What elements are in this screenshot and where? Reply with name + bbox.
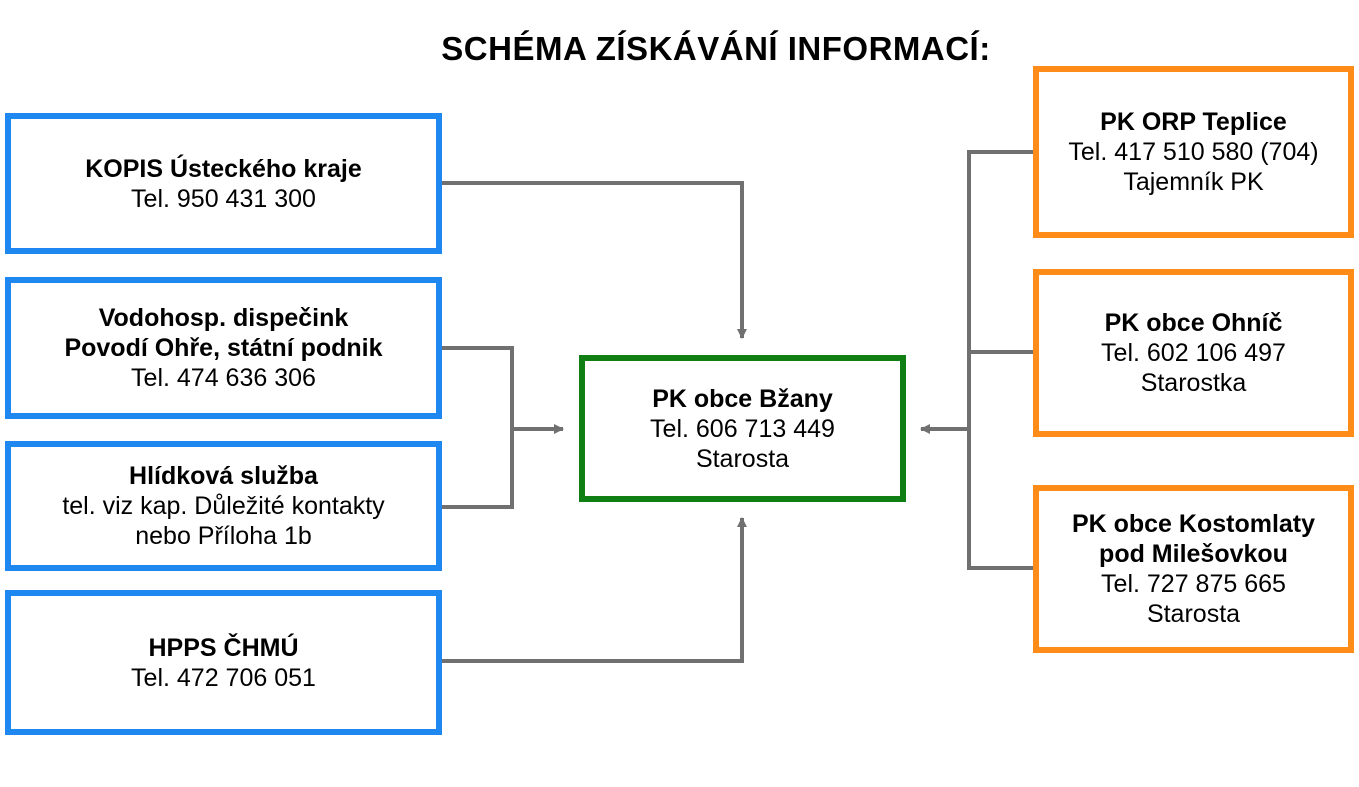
box-heading: Hlídková služba (129, 462, 318, 490)
box-heading: PK ORP Teplice (1100, 108, 1287, 136)
box-text: Tel. 602 106 497 (1101, 339, 1286, 367)
box-text: Starostka (1140, 369, 1247, 397)
neighbor-box-orp-teplice: PK ORP Teplice Tel. 417 510 580 (704) Ta… (1033, 66, 1354, 238)
box-heading: Povodí Ohře, státní podnik (64, 334, 383, 362)
box-text: Starosta (695, 444, 790, 473)
box-text: nebo Příloha 1b (135, 522, 312, 550)
diagram-title: SCHÉMA ZÍSKÁVÁNÍ INFORMACÍ: (441, 30, 991, 67)
box-text: Tel. 950 431 300 (131, 184, 316, 213)
box-text: Tel. 474 636 306 (131, 364, 316, 392)
source-box-vodohosp: Vodohosp. dispečink Povodí Ohře, státní … (5, 277, 442, 419)
box-text: Tajemník PK (1123, 168, 1264, 196)
connector-hpps (441, 517, 747, 663)
box-heading: HPPS ČHMÚ (148, 633, 299, 662)
box-text: tel. viz kap. Důležité kontakty (62, 492, 385, 520)
box-text: Starosta (1146, 600, 1241, 628)
source-box-kopis: KOPIS Ústeckého kraje Tel. 950 431 300 (5, 113, 442, 254)
box-heading: PK obce Kostomlaty (1071, 510, 1316, 538)
connector-right-bus (967, 150, 1035, 570)
box-heading: KOPIS Ústeckého kraje (85, 154, 362, 183)
connector-kopis (441, 181, 747, 339)
center-box-bzany: PK obce Bžany Tel. 606 713 449 Starosta (579, 355, 906, 502)
neighbor-box-ohnic: PK obce Ohníč Tel. 602 106 497 Starostka (1033, 269, 1354, 437)
box-heading: Vodohosp. dispečink (98, 304, 349, 332)
box-heading: PK obce Bžany (652, 384, 833, 413)
connector-vodohosp (441, 346, 514, 509)
box-heading: PK obce Ohníč (1104, 309, 1283, 337)
box-text: Tel. 417 510 580 (704) (1068, 138, 1319, 166)
box-text: Tel. 606 713 449 (650, 414, 835, 443)
source-box-hpps: HPPS ČHMÚ Tel. 472 706 051 (5, 590, 442, 735)
box-heading: pod Milešovkou (1099, 540, 1288, 568)
box-text: Tel. 472 706 051 (131, 663, 316, 692)
source-box-hlidkova-sluzba: Hlídková služba tel. viz kap. Důležité k… (5, 441, 442, 571)
neighbor-box-kostomlaty: PK obce Kostomlaty pod Milešovkou Tel. 7… (1033, 485, 1354, 653)
box-text: Tel. 727 875 665 (1101, 570, 1286, 598)
